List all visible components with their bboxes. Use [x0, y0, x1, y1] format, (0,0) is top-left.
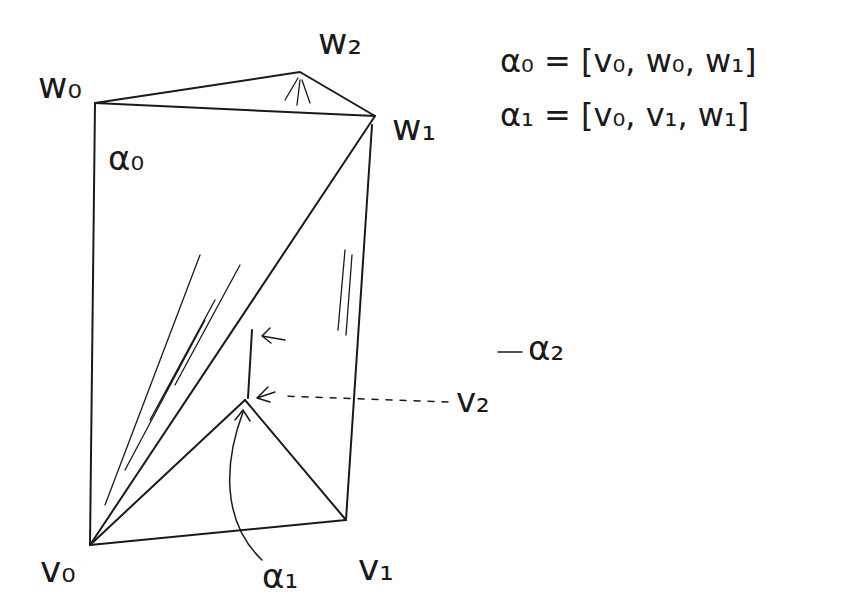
simplex-label: α₁: [262, 558, 298, 595]
simplex-label: α₂: [528, 330, 564, 367]
edge: [248, 330, 252, 398]
vertex-label: w₂: [318, 22, 362, 62]
edge: [90, 520, 346, 545]
vertex-label: v₂: [456, 382, 490, 419]
arrow: [257, 387, 275, 402]
edge: [245, 400, 346, 520]
arrow: [262, 328, 285, 343]
vertex-label: v₀: [40, 550, 76, 590]
leader-line: [282, 396, 448, 402]
edge: [346, 125, 372, 520]
top-face: [95, 72, 375, 116]
simplex-equation: α₁ = [v₀, v₁, w₁]: [500, 98, 749, 133]
edge: [90, 103, 95, 545]
simplex-label: α₀: [108, 140, 144, 177]
leader-line: [498, 351, 522, 353]
vertex-label: w₁: [392, 108, 436, 148]
leader-line: [230, 412, 262, 560]
vertex-label: v₁: [358, 548, 394, 588]
edge: [90, 400, 245, 545]
shading: [285, 78, 310, 105]
arrow: [235, 410, 250, 421]
shading: [105, 255, 240, 505]
vertex-label: w₀: [38, 66, 82, 106]
simplex-equation: α₀ = [v₀, w₀, w₁]: [500, 44, 757, 79]
shading: [338, 250, 352, 335]
edge: [90, 116, 375, 545]
